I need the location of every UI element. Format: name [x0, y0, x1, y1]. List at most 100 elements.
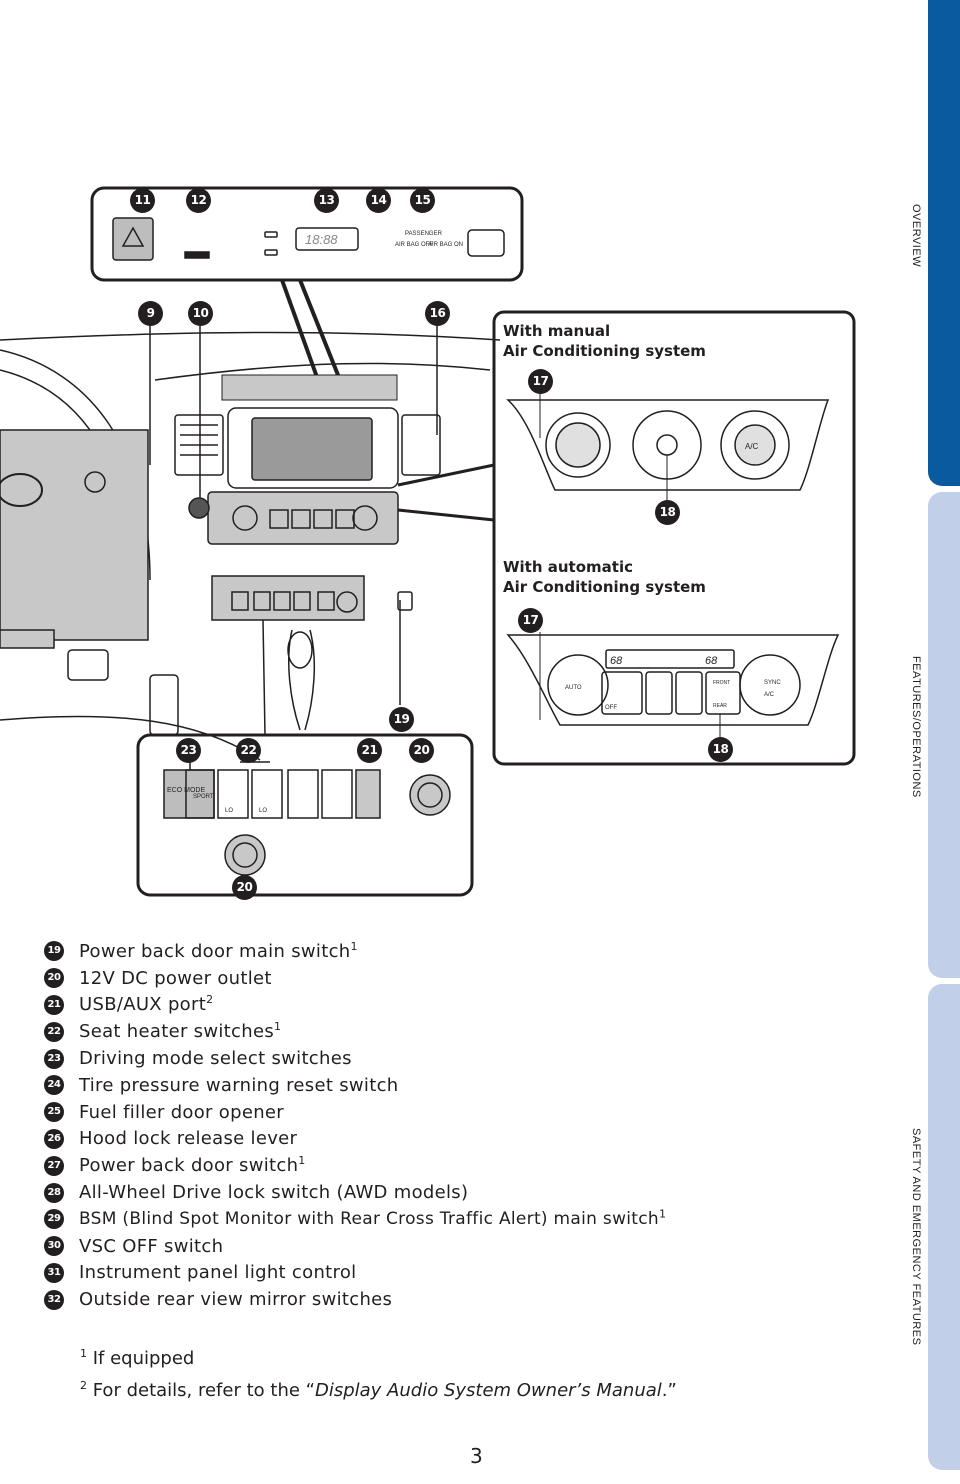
auto-ac-title-line1: With automatic	[503, 558, 633, 576]
callout-badge: 17	[518, 608, 543, 633]
legend-label: Fuel filler door opener	[79, 1101, 284, 1123]
legend-text: Seat heater switches1	[79, 1021, 281, 1042]
legend-number-badge: 31	[44, 1262, 64, 1283]
legend-text: Fuel filler door opener	[79, 1102, 284, 1123]
callout-badge: 9	[138, 301, 163, 326]
dashboard-diagram: PASSENGER AIR BAG OFF AIR BAG ON 18:88 E…	[0, 180, 900, 910]
legend-label: Power back door main switch	[79, 940, 351, 962]
legend-label: Instrument panel light control	[79, 1262, 357, 1284]
legend-label: Tire pressure warning reset switch	[79, 1074, 399, 1096]
callout-badge: 20	[232, 875, 257, 900]
front-label: FRONT	[713, 680, 730, 686]
legend-text: BSM (Blind Spot Monitor with Rear Cross …	[79, 1207, 667, 1230]
tab-label-overview: OVERVIEW	[910, 204, 922, 268]
callout-badge: 16	[425, 301, 450, 326]
legend-item: 26 Hood lock release lever	[44, 1126, 904, 1153]
legend-number-badge: 19	[44, 941, 64, 962]
airbag-on-label: AIR BAG ON	[428, 242, 463, 248]
legend-number-badge: 29	[44, 1209, 64, 1230]
legend-footnote-mark: 2	[206, 993, 214, 1007]
legend-item: 31 Instrument panel light control	[44, 1260, 904, 1287]
dashboard-illustration: PASSENGER AIR BAG OFF AIR BAG ON 18:88 E…	[0, 186, 856, 897]
manual-ac-title-line2: Air Conditioning system	[503, 342, 706, 360]
tab-safety-emergency[interactable]	[928, 984, 960, 1470]
callout-badge: 21	[357, 738, 382, 763]
legend-item: 24 Tire pressure warning reset switch	[44, 1072, 904, 1099]
tab-label-safety: SAFETY AND EMERGENCY FEATURES	[910, 1128, 922, 1346]
callout-badge: 13	[314, 188, 339, 213]
footnote-2-mark: 2	[80, 1379, 87, 1392]
legend-label: Outside rear view mirror switches	[79, 1289, 393, 1311]
tab-features-operations[interactable]	[928, 492, 960, 978]
legend-text: Outside rear view mirror switches	[79, 1289, 392, 1310]
legend-text: 12V DC power outlet	[79, 968, 272, 989]
legend-footnote-mark: 1	[659, 1207, 667, 1221]
legend-label: Hood lock release lever	[79, 1128, 298, 1150]
temp-right: 68	[705, 655, 718, 667]
manual-ac-title: With manual Air Conditioning system	[503, 321, 706, 361]
callout-badge: 23	[176, 738, 201, 763]
legend-footnote-mark: 1	[274, 1020, 282, 1034]
callout-badge: 20	[409, 738, 434, 763]
legend-label: Driving mode select switches	[79, 1048, 352, 1070]
footnote-1: 1 If equipped	[80, 1340, 677, 1372]
legend-label: All-Wheel Drive lock switch (AWD models)	[79, 1182, 469, 1204]
passenger-label: PASSENGER	[405, 231, 443, 237]
legend-item: 19 Power back door main switch1	[44, 938, 904, 965]
clock-display: 18:88	[305, 232, 338, 247]
tab-label-features: FEATURES/OPERATIONS	[910, 656, 922, 798]
legend-item: 22 Seat heater switches1	[44, 1018, 904, 1045]
legend-footnote-mark: 1	[350, 939, 358, 953]
legend-number-badge: 23	[44, 1048, 64, 1069]
legend-number-badge: 25	[44, 1102, 64, 1123]
legend-label: USB/AUX port	[79, 994, 207, 1016]
legend-label: 12V DC power outlet	[79, 967, 272, 989]
legend-text: Instrument panel light control	[79, 1262, 356, 1283]
sync-label: SYNC	[764, 680, 781, 686]
rear-label: REAR	[713, 703, 727, 709]
lo-label-right: LO	[259, 808, 267, 814]
manual-ac-title-line1: With manual	[503, 322, 611, 340]
callout-badge: 10	[188, 301, 213, 326]
legend-text: All-Wheel Drive lock switch (AWD models)	[79, 1182, 468, 1203]
callout-badge: 22	[236, 738, 261, 763]
legend-number-badge: 28	[44, 1182, 64, 1203]
legend-number-badge: 22	[44, 1021, 64, 1042]
footnote-1-mark: 1	[80, 1347, 87, 1360]
callout-badge: 17	[528, 369, 553, 394]
footnote-2-suffix: .”	[661, 1380, 677, 1401]
sport-label: SPORT	[193, 794, 214, 800]
legend-item: 25 Fuel filler door opener	[44, 1099, 904, 1126]
legend-label: VSC OFF switch	[79, 1235, 224, 1257]
callout-badge: 12	[186, 188, 211, 213]
ac-auto-label: A/C	[764, 692, 775, 698]
auto-ac-title-line2: Air Conditioning system	[503, 578, 706, 596]
legend-label: Seat heater switches	[79, 1021, 274, 1043]
legend-number-badge: 20	[44, 968, 64, 989]
legend-item: 23 Driving mode select switches	[44, 1045, 904, 1072]
legend-text: Power back door switch1	[79, 1155, 306, 1176]
page-number: 3	[470, 1444, 483, 1468]
legend-text: Tire pressure warning reset switch	[79, 1075, 399, 1096]
auto-label: AUTO	[565, 685, 582, 691]
lo-label-left: LO	[225, 808, 233, 814]
legend-item: 20 12V DC power outlet	[44, 965, 904, 992]
legend-text: USB/AUX port2	[79, 994, 213, 1015]
tab-overview[interactable]	[928, 0, 960, 486]
ac-manual-label: A/C	[745, 442, 759, 451]
legend-text: VSC OFF switch	[79, 1236, 223, 1257]
legend-item: 30 VSC OFF switch	[44, 1233, 904, 1260]
auto-ac-title: With automatic Air Conditioning system	[503, 557, 706, 597]
legend-text: Power back door main switch1	[79, 941, 358, 962]
legend-text: Hood lock release lever	[79, 1128, 297, 1149]
callout-badge: 15	[410, 188, 435, 213]
legend-number-badge: 30	[44, 1236, 64, 1257]
legend-number-badge: 24	[44, 1075, 64, 1096]
callout-badge: 18	[655, 500, 680, 525]
callout-badge: 11	[130, 188, 155, 213]
legend-number-badge: 26	[44, 1128, 64, 1149]
off-label: OFF	[605, 705, 617, 711]
